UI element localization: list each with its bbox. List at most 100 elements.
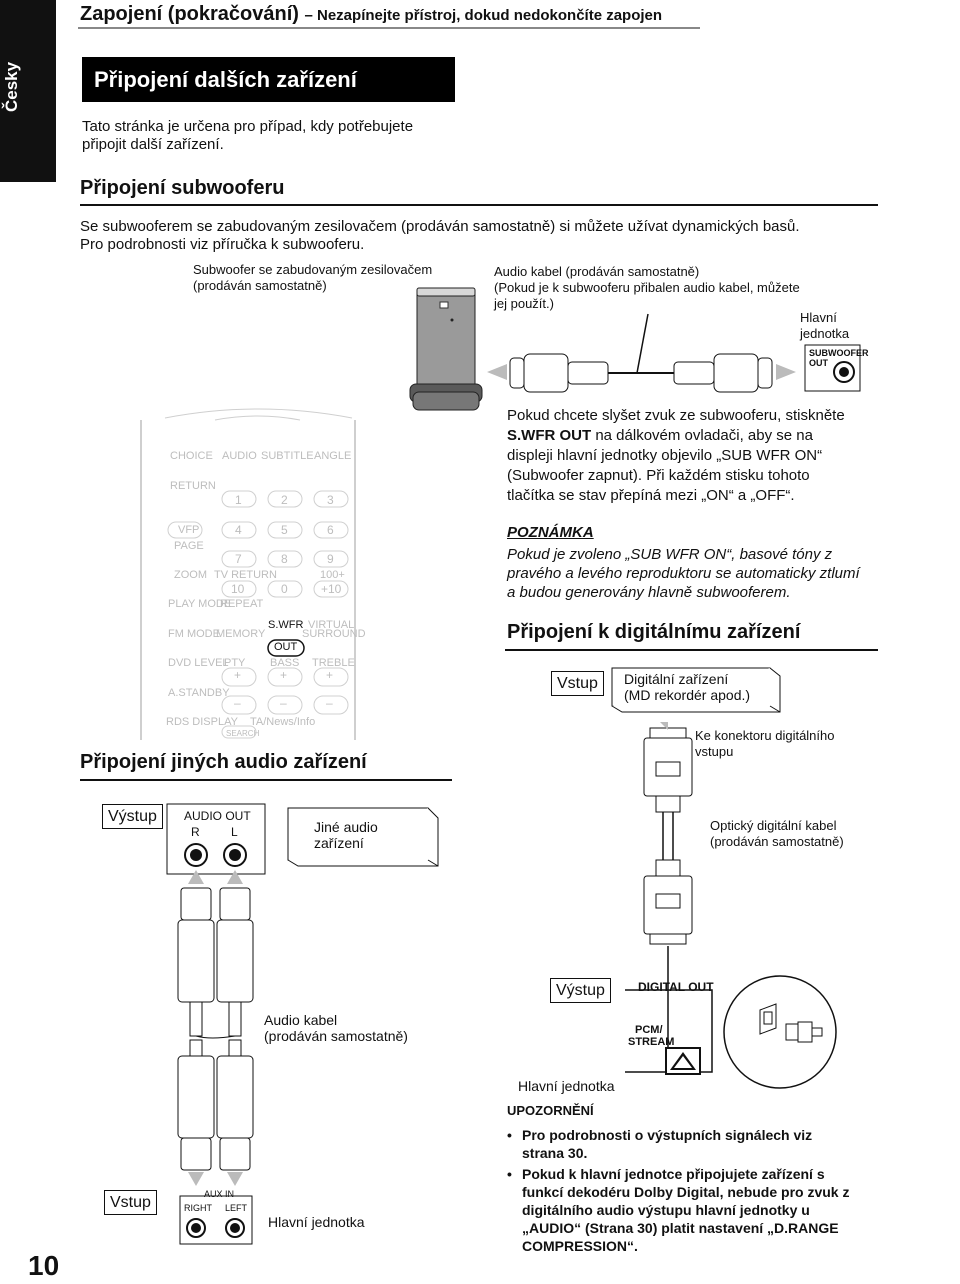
subwoofer-jack-label-1: SUBWOOFER: [809, 348, 869, 358]
digital-main-unit-label: Hlavní jednotka: [518, 1078, 615, 1094]
note-line-3: a budou generovány hlavně subwooferem.: [507, 584, 791, 601]
subwoofer-heading: Připojení subwooferu: [80, 177, 285, 199]
header: Zapojení (pokračování) – Nezapínejte pří…: [80, 2, 662, 27]
instruction-line-3: displeji hlavní jednotky objevilo „SUB W…: [507, 447, 823, 464]
pcm-label: PCM/: [635, 1024, 663, 1036]
caution-item2-line-1: Pokud k hlavní jednotce připojujete zaří…: [522, 1166, 825, 1182]
remote-minus-3: –: [326, 696, 333, 710]
caution-bullet-1: •: [507, 1127, 512, 1143]
other-audio-main-unit-label: Hlavní jednotka: [268, 1214, 365, 1230]
remote-swfr-label: S.WFR: [268, 619, 304, 631]
remote-key-plus10: +10: [321, 582, 342, 596]
digital-output-label: Výstup: [550, 978, 611, 1004]
remote-search: SEARCH: [226, 729, 260, 738]
instruction-line-5: tlačítka se stav přepíná mezi „ON“ a „OF…: [507, 487, 795, 504]
caution-item2-line-2: funkcí dekodéru Dolby Digital, nebude pr…: [522, 1184, 850, 1200]
section-title: Připojení dalších zařízení: [94, 67, 357, 92]
instruction-line-2-text: na dálkovém ovladači, aby se na: [595, 427, 813, 444]
remote-play-mode: PLAY MODE: [168, 598, 232, 610]
stream-label: STREAM: [628, 1036, 675, 1048]
remote-key-1: 1: [235, 493, 242, 507]
remote-dvd-level: DVD LEVEL: [168, 657, 229, 669]
subwoofer-label-2: (prodáván samostatně): [193, 278, 327, 293]
remote-plus-1: +: [234, 668, 242, 682]
remote-key-2: 2: [281, 493, 288, 507]
subwoofer-cable-icon: [487, 313, 796, 393]
remote-subtitle: SUBTITLE: [261, 450, 314, 462]
remote-key-6: 6: [327, 523, 334, 537]
caution-bullet-2: •: [507, 1166, 512, 1182]
section-title-bar: [82, 57, 455, 102]
digital-device-icon: [611, 667, 781, 713]
subwoofer-text-2: Pro podrobnosti viz příručka k subwoofer…: [80, 236, 365, 253]
instruction-line-4: (Subwoofer zapnut). Při každém stisku to…: [507, 467, 810, 484]
optical-cable-label-2: (prodáván samostatně): [710, 834, 844, 849]
other-audio-device-label-2: zařízení: [314, 835, 364, 851]
instruction-line-2: S.WFR OUT na dálkovém ovladači, aby se n…: [507, 427, 813, 446]
main-unit-label-2: jednotka: [800, 326, 850, 341]
remote-zoom: ZOOM: [174, 569, 207, 581]
remote-pty: PTY: [224, 657, 246, 669]
audio-out-l-label: L: [231, 825, 238, 839]
remote-key-0: 0: [281, 582, 288, 596]
remote-control-body: [140, 408, 356, 740]
remote-choice: CHOICE: [170, 450, 213, 462]
digital-out-label: DIGITAL OUT: [638, 980, 714, 994]
aux-in-label: AUX IN: [204, 1189, 235, 1199]
remote-key-8: 8: [281, 552, 288, 566]
instruction-line-1: Pokud chcete slyšet zvuk ze subwooferu, …: [507, 407, 845, 424]
other-audio-heading: Připojení jiných audio zařízení: [80, 751, 367, 773]
remote-treble: TREBLE: [312, 657, 355, 669]
optical-cable-label-1: Optický digitální kabel: [710, 818, 837, 833]
cable-label-3: jej použít.): [494, 296, 554, 311]
remote-bass: BASS: [270, 657, 300, 669]
remote-buttons: [167, 490, 349, 739]
subwoofer-speaker-icon: [409, 287, 483, 411]
audio-out-panel: [166, 803, 266, 875]
language-label: Česky: [2, 61, 21, 112]
digital-device-label-2: (MD rekordér apod.): [624, 687, 751, 703]
caution-item2-line-3: digitálního audio výstupu hlavní jednotk…: [522, 1202, 810, 1218]
aux-right-label: RIGHT: [184, 1203, 212, 1213]
language-tab: Česky: [0, 0, 56, 182]
note-line-2: pravého a levého reproduktoru se automat…: [507, 565, 860, 582]
other-audio-device-icon: [287, 807, 439, 867]
remote-angle: ANGLE: [314, 450, 352, 462]
subwoofer-label-1: Subwoofer se zabudovaným zesilovačem: [193, 262, 433, 277]
remote-plus-2: +: [280, 668, 288, 682]
digital-input-label: Vstup: [551, 671, 604, 697]
remote-minus-2: –: [280, 696, 287, 710]
page-number: 10: [28, 1250, 60, 1281]
remote-rds-display: RDS DISPLAY: [166, 716, 238, 728]
header-subtitle: – Nezapínejte přístroj, dokud nedokončít…: [304, 7, 663, 24]
remote-surround: SURROUND: [302, 628, 366, 640]
audio-cable-label-2: (prodáván samostatně): [264, 1028, 408, 1044]
cable-label-1: Audio kabel (prodáván samostatně): [494, 264, 700, 279]
remote-a-standby: A.STANDBY: [168, 687, 230, 699]
optical-cable-icon: [643, 722, 693, 945]
remote-return: RETURN: [170, 480, 216, 492]
remote-key-3: 3: [327, 493, 334, 507]
digital-heading: Připojení k digitálnímu zařízení: [507, 621, 801, 643]
caution-item2-line-5: COMPRESSION“.: [522, 1238, 638, 1254]
aux-left-label: LEFT: [225, 1203, 248, 1213]
remote-virtual: VIRTUAL: [308, 619, 355, 631]
main-unit-label-1: Hlavní: [800, 310, 837, 325]
swfr-out-button-outline: [267, 639, 305, 657]
other-audio-device-label-1: Jiné audio: [314, 819, 378, 835]
optical-plug-inset-icon: [723, 975, 837, 1089]
remote-swfr-out-button[interactable]: OUT: [274, 641, 298, 653]
audio-out-label: AUDIO OUT: [184, 809, 251, 823]
remote-ta-news: TA/News/Info: [250, 716, 316, 728]
subwoofer-jack-label-2: OUT: [809, 358, 828, 368]
remote-key-7: 7: [235, 552, 242, 566]
caution-item2-line-4: „AUDIO“ (Strana 30) platit nastavení „D.…: [522, 1220, 839, 1236]
remote-tv-return: TV RETURN: [214, 569, 277, 581]
remote-fm-mode: FM MODE: [168, 628, 220, 640]
instruction-button-name: S.WFR OUT: [507, 427, 592, 444]
caution-item1-line-2: strana 30.: [522, 1145, 588, 1161]
remote-100plus: 100+: [320, 569, 345, 581]
subwoofer-out-jack-icon: [804, 344, 861, 392]
remote-memory: MEMORY: [216, 628, 266, 640]
